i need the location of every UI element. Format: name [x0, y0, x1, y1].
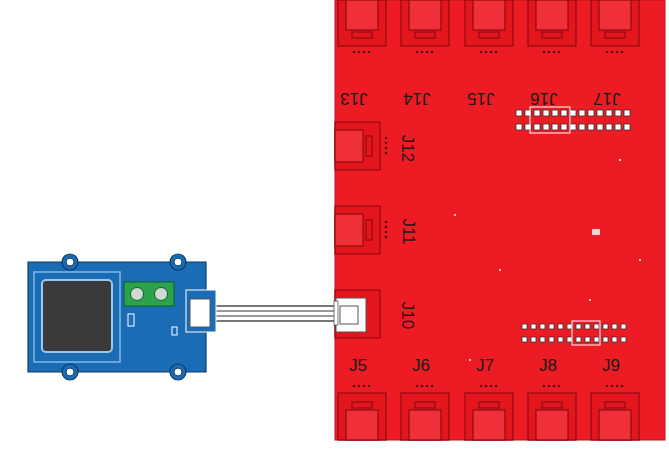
connector-label: J16: [530, 90, 557, 107]
connector-label: J13: [340, 90, 367, 107]
connector-label: J5: [349, 357, 367, 374]
connector-label: J10: [399, 301, 416, 328]
connector-label: J15: [467, 90, 494, 107]
connector-label: J6: [412, 357, 430, 374]
connector-label: J17: [593, 90, 620, 107]
connector-label: J11: [400, 218, 417, 244]
connector-label: J14: [403, 90, 430, 107]
connector-label: J12: [399, 134, 416, 161]
connector-label: J9: [602, 357, 620, 374]
connector-label: J8: [539, 357, 557, 374]
connector-label: J7: [476, 357, 494, 374]
